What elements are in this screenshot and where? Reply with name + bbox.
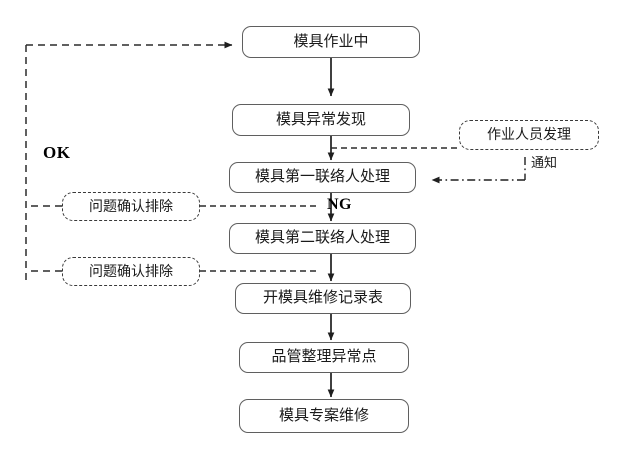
node-special-repair-label: 模具专案维修 bbox=[278, 406, 369, 424]
node-second-contact[interactable]: 模具第二联络人处理 bbox=[229, 223, 416, 254]
node-problem-confirm-top[interactable]: 问题确认排除 bbox=[62, 192, 200, 221]
edge-label-ok: OK bbox=[43, 143, 71, 162]
node-abnormal-found[interactable]: 模具异常发现 bbox=[232, 104, 410, 136]
edge-label-ng: NG bbox=[327, 196, 352, 213]
node-first-contact[interactable]: 模具第一联络人处理 bbox=[229, 162, 416, 193]
node-problem-confirm-top-label: 问题确认排除 bbox=[89, 197, 173, 214]
node-special-repair[interactable]: 模具专案维修 bbox=[239, 399, 409, 433]
node-second-contact-label: 模具第二联络人处理 bbox=[254, 229, 390, 247]
node-abnormal-found-label: 模具异常发现 bbox=[275, 110, 366, 128]
node-first-contact-label: 模具第一联络人处理 bbox=[254, 168, 390, 186]
edge-operator-notify-first bbox=[431, 157, 526, 184]
node-mold-operation[interactable]: 模具作业中 bbox=[242, 26, 420, 58]
edge-label-notify: 通知 bbox=[531, 155, 558, 170]
node-problem-confirm-bottom[interactable]: 问题确认排除 bbox=[62, 257, 200, 286]
node-open-repair-record[interactable]: 开模具维修记录表 bbox=[235, 283, 411, 314]
node-problem-confirm-bottom-label: 问题确认排除 bbox=[89, 262, 173, 279]
node-open-repair-record-label: 开模具维修记录表 bbox=[262, 289, 383, 307]
node-operator-handle-label: 作业人员发理 bbox=[487, 126, 571, 143]
node-qc-collect[interactable]: 品管整理异常点 bbox=[239, 342, 409, 373]
node-mold-operation-label: 模具作业中 bbox=[293, 32, 369, 50]
node-operator-handle[interactable]: 作业人员发理 bbox=[459, 120, 599, 150]
node-qc-collect-label: 品管整理异常点 bbox=[271, 348, 377, 366]
